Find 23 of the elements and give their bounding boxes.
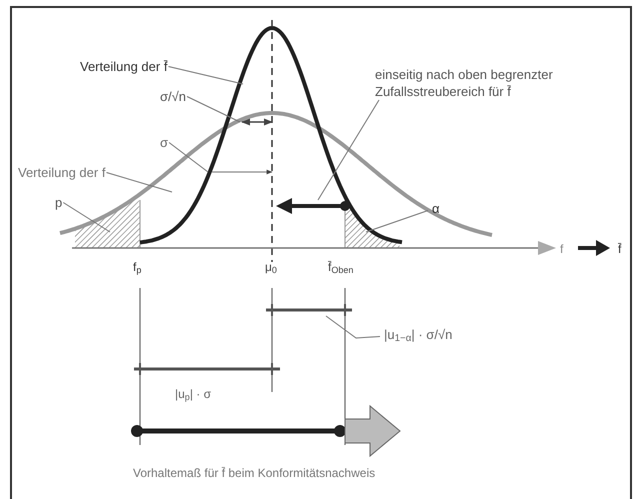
axis-label: μ$_{0}$ (265, 259, 277, 276)
axis-label: f̄$_{Oben}$ (328, 259, 354, 276)
leader-line (326, 316, 380, 339)
leader-line (168, 66, 244, 84)
annotation-text: Verteilung der f̄ (80, 58, 168, 75)
annotation-text: σ (160, 134, 168, 151)
annotation-text: σ/√n (160, 88, 186, 105)
axis-label: f$_{p}$ (133, 259, 142, 276)
annotation-text: |u$_{1−α}$| · σ/√n (384, 326, 452, 343)
leader-line (366, 210, 428, 232)
leader-line (186, 96, 240, 122)
leader-line (106, 172, 172, 192)
annotation-text: α (432, 200, 440, 217)
leader-line (62, 202, 110, 232)
axis-label: |u$_{p}$| · σ (175, 386, 211, 403)
leader-line (168, 142, 208, 172)
annotation-text: p (55, 194, 62, 211)
axis-label: Vorhaltemaß für f̄ beim Konformitätsnachweis (133, 465, 376, 482)
axis-label: f (560, 241, 564, 258)
annotation-text: Verteilung der f (18, 164, 106, 181)
leader-line (318, 100, 380, 200)
axis-label: f̄ (618, 241, 622, 258)
annotation-text: einseitig nach oben begrenzter Zufallsstreubereich für f̄ (375, 66, 554, 100)
